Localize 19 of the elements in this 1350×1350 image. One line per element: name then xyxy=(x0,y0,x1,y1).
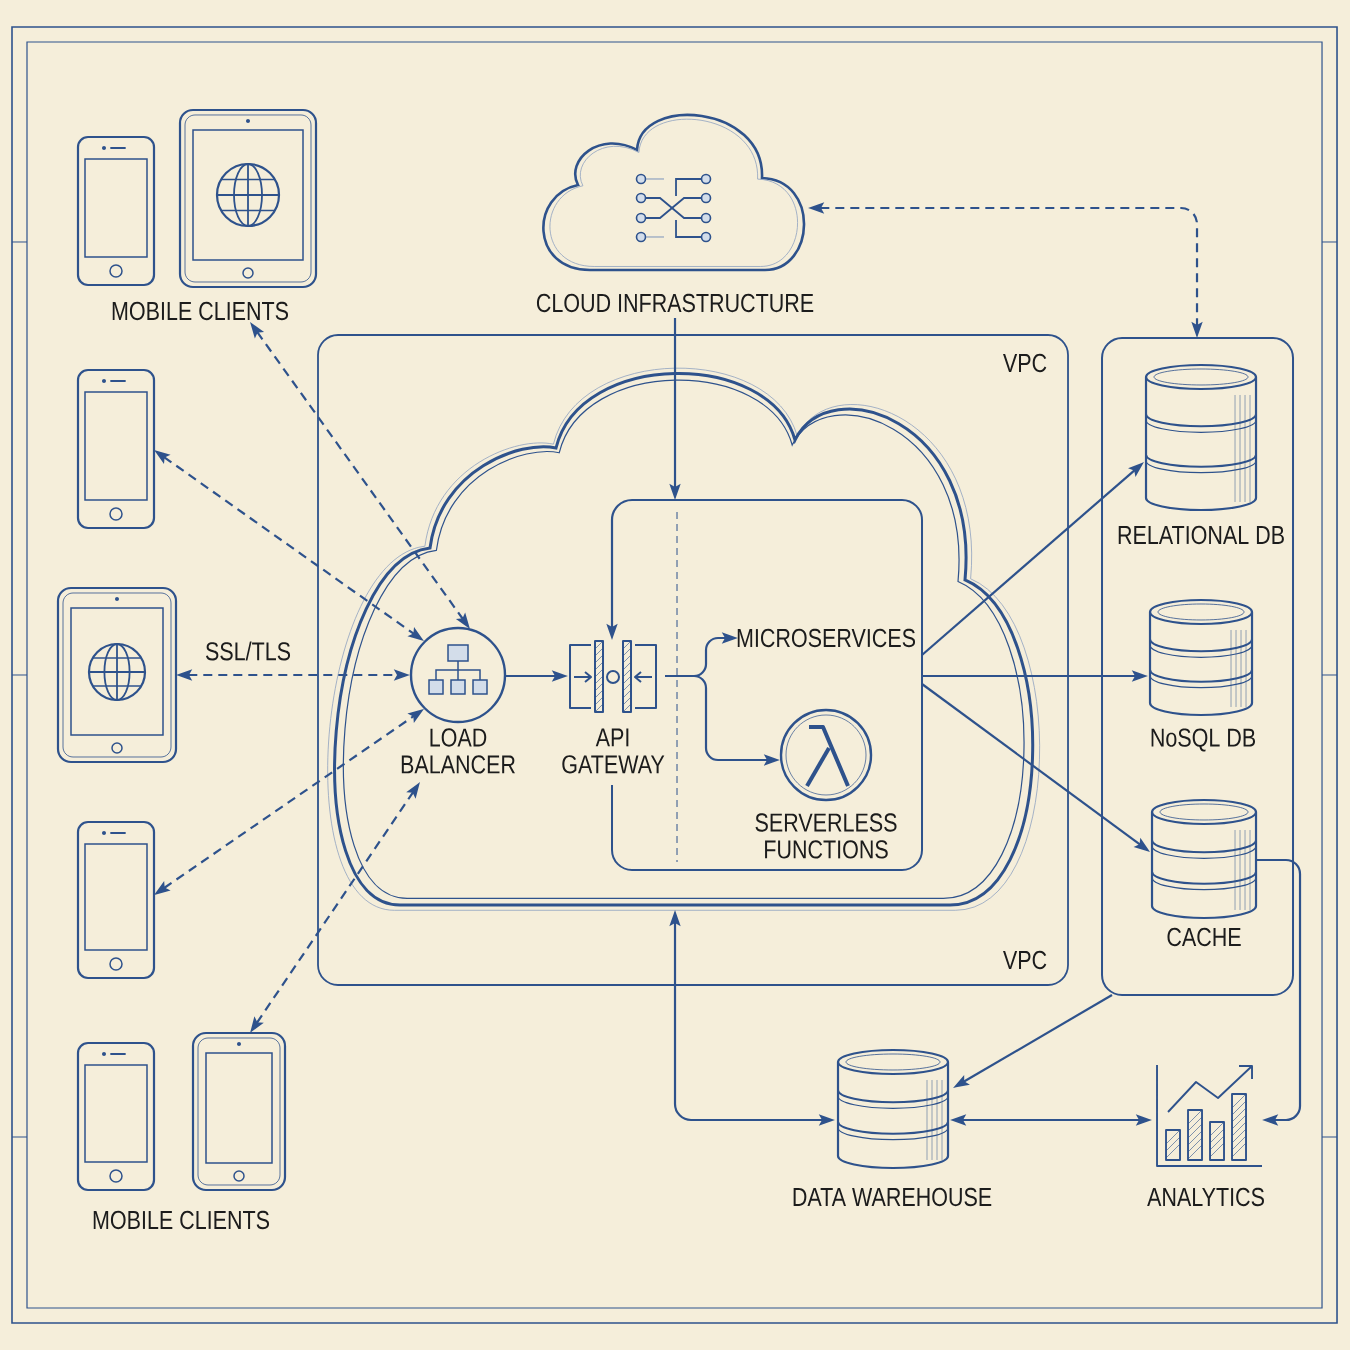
node-label: DATA WAREHOUSE xyxy=(793,1187,992,1207)
node-label: MOBILE CLIENTS xyxy=(112,301,288,321)
node-label: MOBILE CLIENTS xyxy=(93,1210,269,1230)
node-label: CACHE xyxy=(1167,927,1241,947)
node-label: NoSQL DB xyxy=(1151,728,1256,752)
node-label: MICROSERVICES xyxy=(737,628,916,648)
edge-label: SSL/TLS xyxy=(203,640,293,662)
phone-icon xyxy=(76,820,156,980)
arrow xyxy=(1256,858,1302,1126)
phone-icon xyxy=(76,368,156,530)
container-box xyxy=(1101,337,1294,996)
node-label: SERVERLESS FUNCTIONS xyxy=(755,813,897,859)
node-label: ANALYTICS xyxy=(1147,1187,1264,1207)
node-label: VPC xyxy=(1003,950,1047,970)
node-label: LOAD BALANCER xyxy=(401,728,515,774)
node-label: RELATIONAL DB xyxy=(1118,525,1284,545)
node-label: CLOUD INFRASTRUCTURE xyxy=(536,293,814,313)
node-label: VPC xyxy=(1003,353,1047,373)
node-label: API GATEWAY xyxy=(562,728,665,774)
